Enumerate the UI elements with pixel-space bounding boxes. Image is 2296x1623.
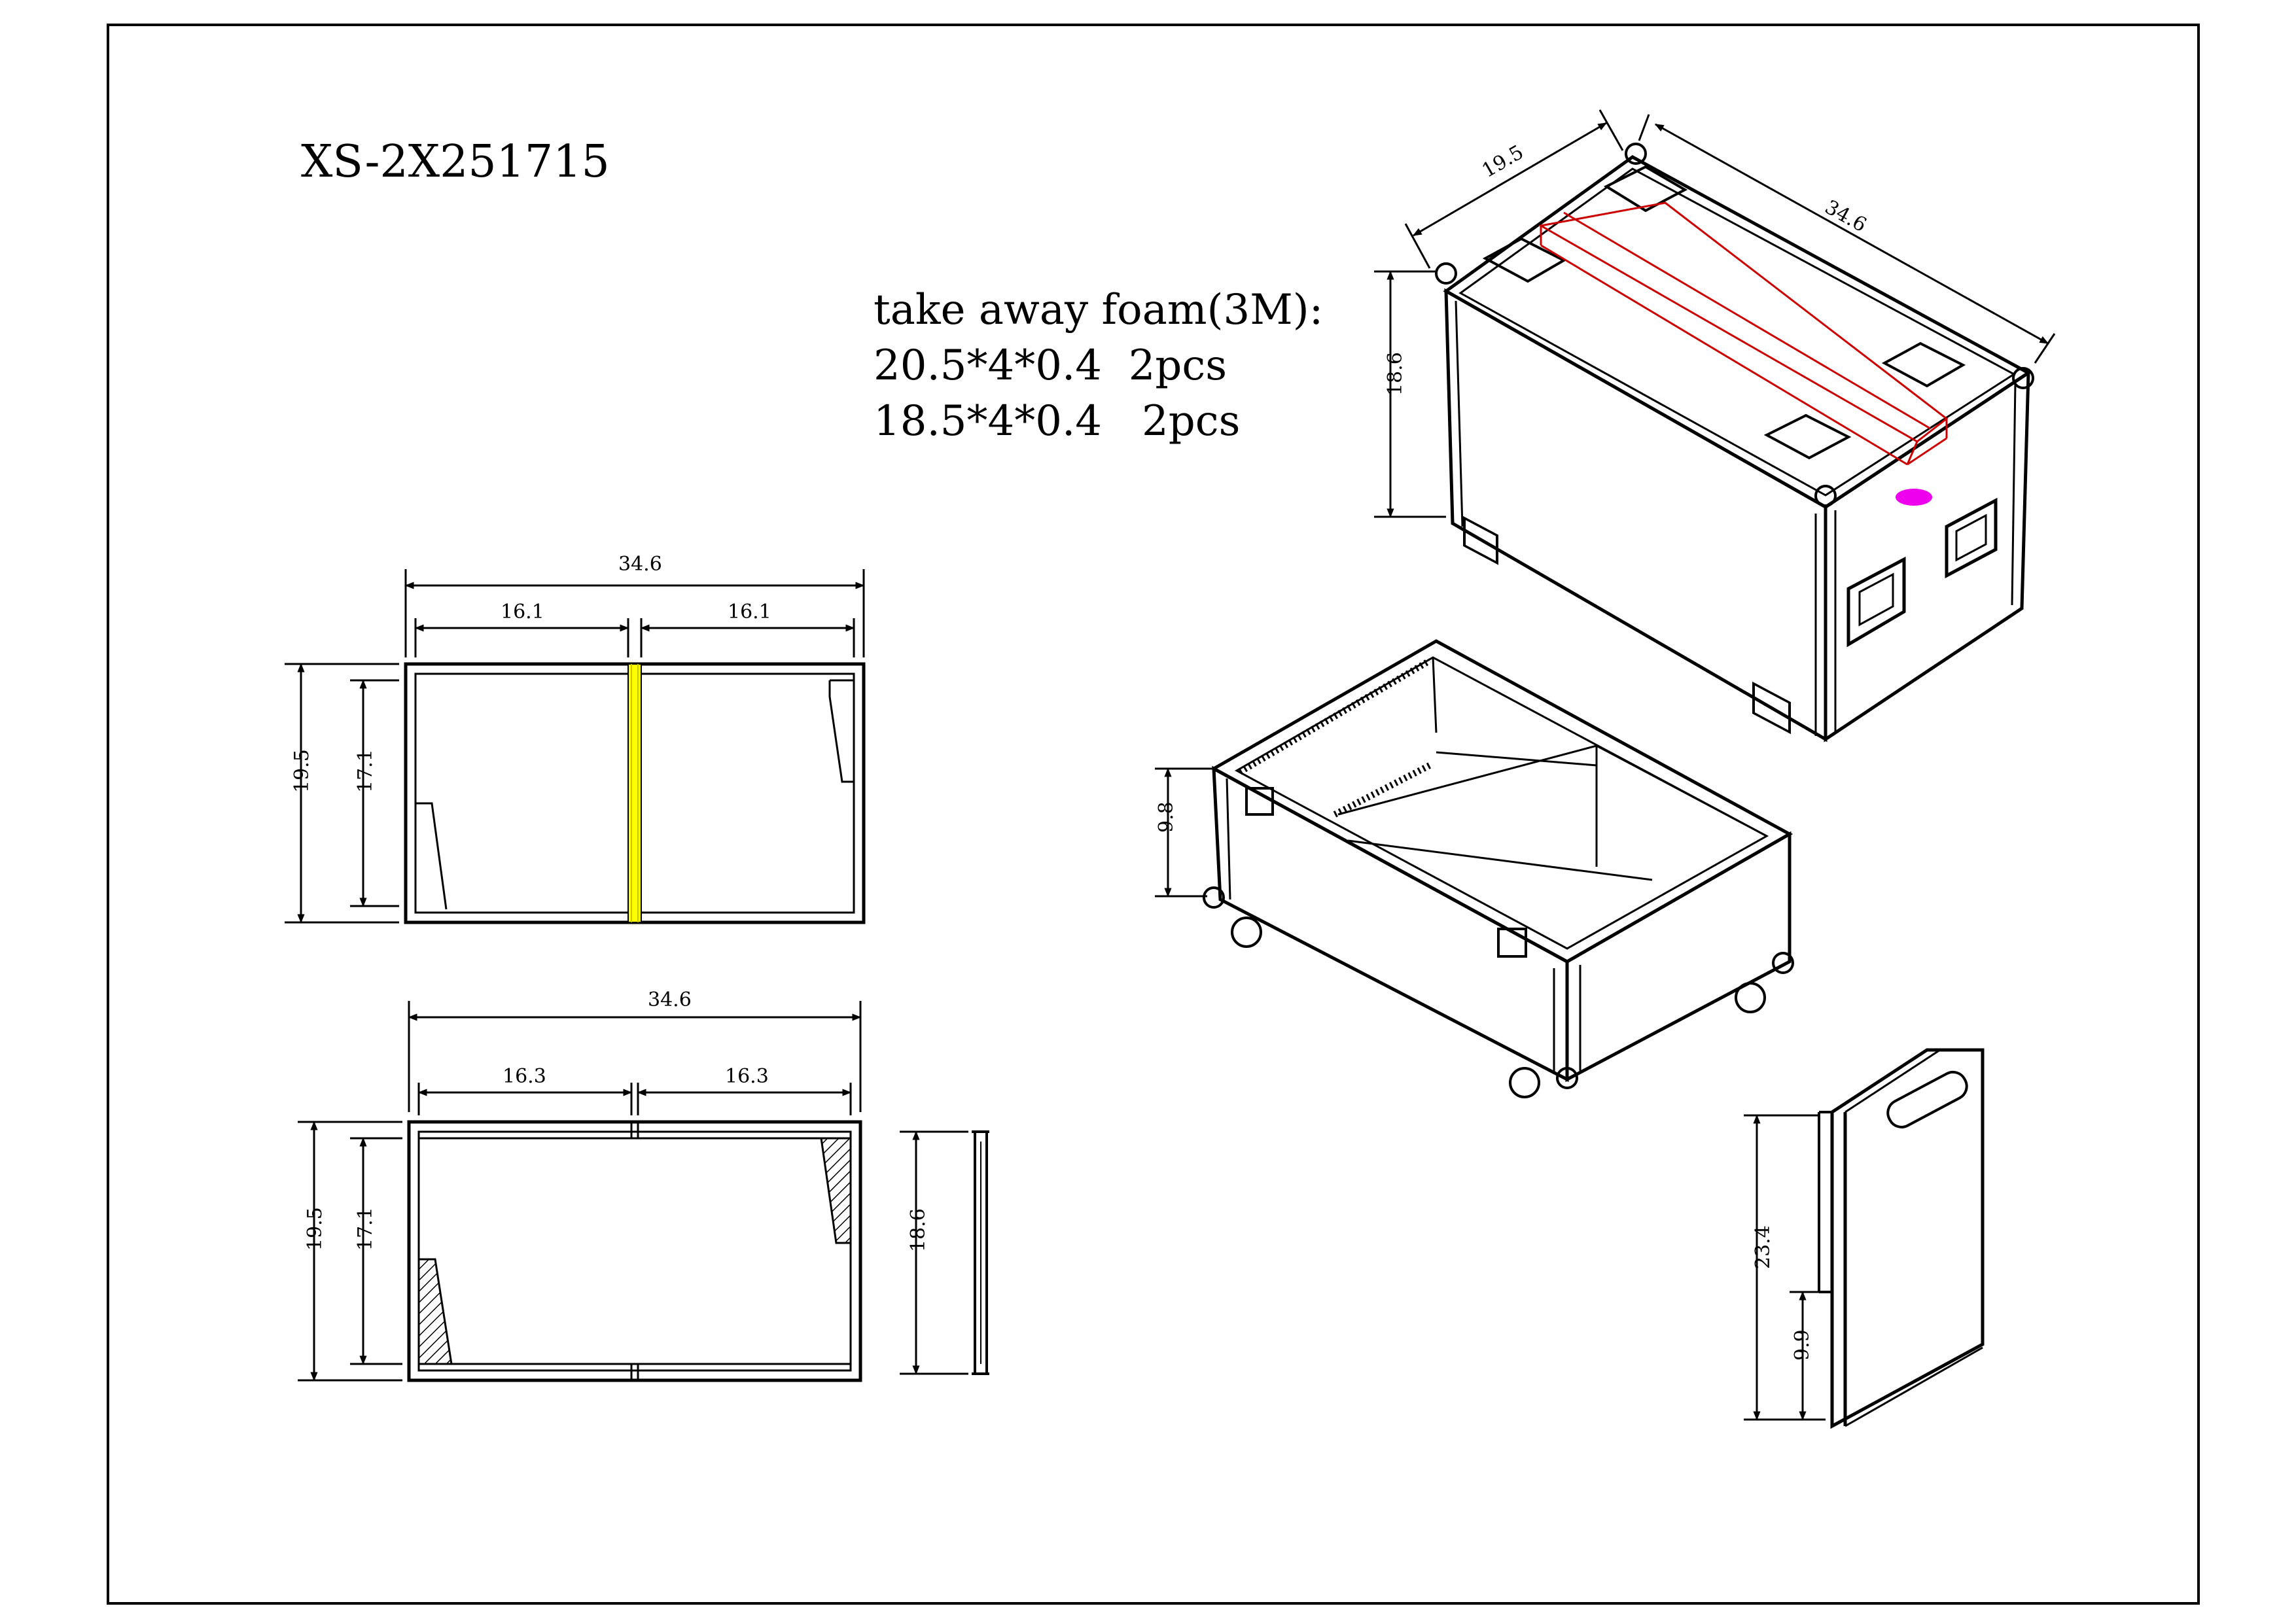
iso-width-label: 19.5	[1478, 141, 1527, 183]
side-handle	[1752, 681, 1791, 735]
caster-wheel	[1509, 1067, 1540, 1098]
lid-inner-width-label: 17.1	[354, 749, 377, 793]
base-right-section-label: 16.3	[725, 1065, 769, 1088]
foam-note-line-1: take away foam(3M):	[874, 286, 1323, 334]
corner-ball	[1556, 1067, 1578, 1089]
foam-note-line-2: 20.5*4*0.4 2pcs	[874, 341, 1227, 390]
base-left-section-label: 16.3	[503, 1065, 546, 1088]
end-handle-grip	[1858, 572, 1894, 627]
lid-outer-width-label: 19.5	[291, 749, 313, 793]
foam-strip-highlight	[1538, 201, 1949, 466]
caster-wheel	[1735, 982, 1766, 1013]
base-inner	[417, 1130, 852, 1372]
end-handle	[1945, 497, 1998, 579]
corner-ball	[1435, 262, 1457, 285]
base-top-view	[407, 1120, 989, 1382]
magenta-marker	[1896, 489, 1932, 506]
end-handle	[1846, 556, 1906, 648]
corner-ball	[2012, 367, 2034, 389]
iso-base-height-label: 9.8	[1155, 801, 1178, 833]
latch	[1245, 787, 1274, 816]
base-outer	[407, 1120, 862, 1382]
corner-ball	[1814, 485, 1837, 507]
top-recessed-handle	[1763, 413, 1852, 460]
base-inner-width-label: 17.1	[354, 1207, 377, 1251]
case-top-face	[1443, 155, 2032, 509]
side-handle	[1463, 515, 1498, 565]
case-front-face	[1444, 288, 1828, 742]
caster-wheel	[1231, 916, 1262, 948]
lid-ledge-left	[415, 802, 448, 910]
top-recessed-handle	[1881, 341, 1966, 388]
divider-panel-dimensions	[1744, 1114, 1826, 1421]
lid-top-dimensions	[285, 569, 865, 924]
base-end-wall	[1565, 831, 1792, 1083]
corner-ball	[1625, 143, 1647, 165]
iso-height-label: 18.6	[1384, 352, 1407, 396]
base-overall-length-label: 34.6	[648, 988, 692, 1011]
lid-center-divider	[627, 663, 642, 923]
base-rim-inner	[1234, 656, 1769, 950]
corner-ball	[1203, 886, 1225, 909]
foam-note-line-3: 18.5*4*0.4 2pcs	[874, 397, 1240, 445]
sheet-border	[107, 24, 2200, 1605]
corner-ball	[1772, 952, 1794, 974]
lid-top-view	[404, 662, 866, 924]
lid-right-section-label: 16.1	[728, 601, 771, 623]
panel-lower-height-label: 9.9	[1791, 1329, 1814, 1361]
base-side-height-label: 18.6	[907, 1208, 930, 1252]
iso-open-base	[1203, 639, 1794, 1098]
model-number-title: XS-2X251715	[301, 136, 610, 188]
base-outer-width-label: 19.5	[304, 1207, 327, 1251]
foam-texture	[1333, 762, 1432, 818]
divider-panel	[1818, 1048, 1985, 1429]
case-end-face	[1824, 370, 2030, 742]
foam-texture	[1238, 657, 1432, 775]
iso-base-dimension	[1155, 767, 1217, 898]
top-recessed-handle	[1603, 165, 1688, 213]
top-recessed-handle	[1482, 237, 1567, 283]
base-top-dimensions	[298, 1001, 968, 1382]
base-hatch-left	[417, 1258, 453, 1365]
lid-overall-length-label: 34.6	[618, 553, 662, 576]
lid-left-section-label: 16.1	[501, 601, 544, 623]
foam-note: take away foam(3M): 20.5*4*0.4 2pcs 18.5…	[874, 286, 1323, 445]
base-hatch-right	[820, 1137, 852, 1244]
iso-case-dimensions	[1374, 109, 2056, 518]
panel-handle-slot	[1886, 1070, 1968, 1128]
latch	[1497, 928, 1527, 958]
lid-ledge-right	[828, 680, 854, 783]
case-top-inner	[1458, 167, 2016, 497]
end-handle-grip	[1955, 514, 1987, 562]
panel-total-height-label: 23.4	[1752, 1225, 1775, 1269]
